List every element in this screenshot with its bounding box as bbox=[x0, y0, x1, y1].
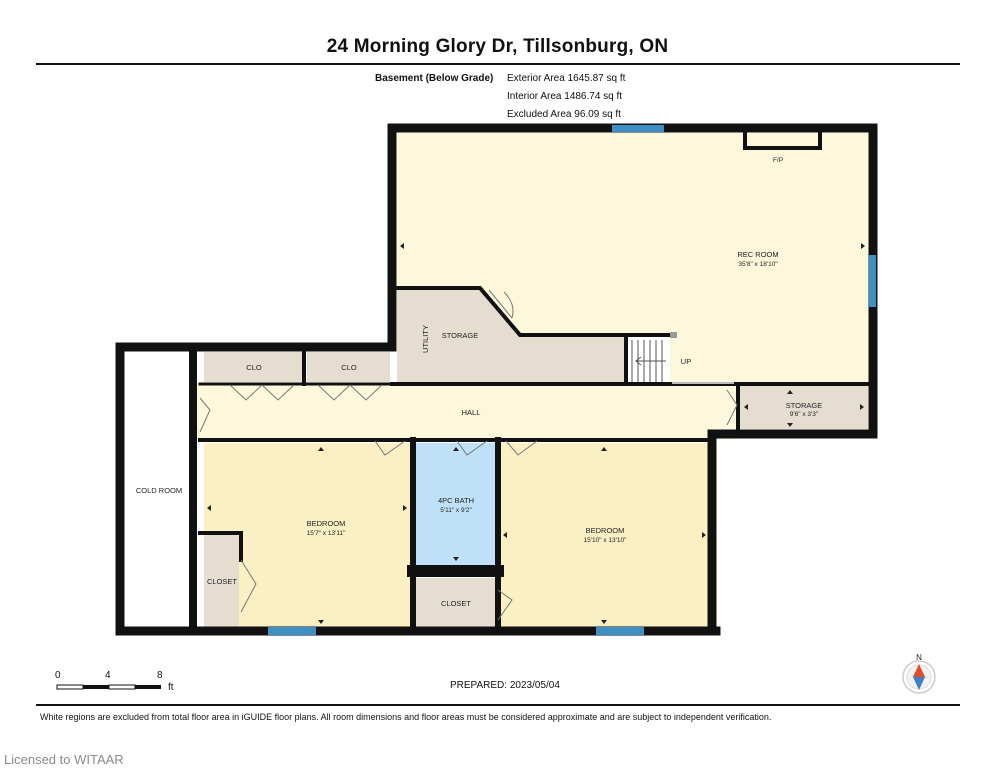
prepared-date: PREPARED: 2023/05/04 bbox=[450, 680, 560, 691]
clo-left-fill bbox=[204, 352, 302, 382]
rec-room-label: REC ROOM bbox=[737, 250, 778, 259]
stairs-post bbox=[670, 332, 677, 338]
bath-fill bbox=[416, 443, 496, 565]
storage-right-label: STORAGE bbox=[786, 401, 823, 410]
scale-tick-8: 8 bbox=[157, 670, 163, 681]
closet-bath-fill bbox=[416, 578, 496, 628]
fireplace-label: F/P bbox=[773, 157, 783, 164]
licensed-watermark: Licensed to WITAAR bbox=[4, 752, 124, 767]
header-rule bbox=[36, 63, 960, 65]
window-rec-top bbox=[612, 125, 664, 132]
compass-icon: N bbox=[902, 653, 936, 694]
bedroom-left-dims: 15'7" x 13'11" bbox=[307, 530, 346, 537]
level-label: Basement (Below Grade) bbox=[375, 73, 494, 84]
area-summary: Basement (Below Grade) Exterior Area 1645… bbox=[375, 70, 625, 124]
scale-tick-4: 4 bbox=[105, 670, 111, 681]
exterior-area: Exterior Area 1645.87 sq ft bbox=[507, 73, 626, 84]
storage-main-label: STORAGE bbox=[442, 331, 479, 340]
storage-main-wall bbox=[395, 286, 670, 337]
closet-left-fill bbox=[204, 535, 239, 628]
closet-left-wall bbox=[198, 531, 243, 562]
bedroom-right-label: BEDROOM bbox=[586, 526, 625, 535]
rec-room-dims: 35'8" x 18'10" bbox=[738, 261, 778, 268]
page-title: 24 Morning Glory Dr, Tillsonburg, ON bbox=[326, 36, 669, 57]
stairs-up-label: UP bbox=[681, 357, 691, 366]
footer-rule bbox=[36, 704, 960, 706]
bedroom-right-fill bbox=[500, 443, 710, 628]
fireplace bbox=[743, 126, 822, 150]
footer-note: White regions are excluded from total fl… bbox=[40, 712, 772, 722]
rec-room-fill bbox=[397, 133, 868, 383]
storage-right-dims: 9'6" x 3'3" bbox=[790, 411, 819, 418]
windows bbox=[268, 125, 876, 635]
storage-right-fill bbox=[740, 386, 868, 429]
scale-unit: ft bbox=[168, 682, 174, 693]
hall-fill bbox=[197, 383, 737, 439]
hall-label: HALL bbox=[462, 408, 481, 417]
scale-tick-0: 0 bbox=[55, 670, 61, 681]
window-bed-right bbox=[596, 627, 644, 635]
storage-main-fill bbox=[397, 288, 625, 383]
clo-right-fill bbox=[307, 352, 390, 382]
excluded-area: Excluded Area 96.09 sq ft bbox=[507, 109, 621, 120]
clo-left-label: CLO bbox=[246, 363, 262, 372]
cold-room-fill bbox=[127, 352, 189, 630]
scale-bar bbox=[56, 684, 161, 690]
bath-label: 4PC BATH bbox=[438, 496, 474, 505]
clo-right-label: CLO bbox=[341, 363, 357, 372]
stairs bbox=[631, 340, 666, 382]
bottom-wall bbox=[115, 342, 721, 636]
utility-label: UTILITY bbox=[421, 325, 430, 353]
bedroom-right-dims: 15'10" x 13'10" bbox=[584, 537, 628, 544]
stairs-fill bbox=[626, 335, 670, 383]
window-bed-left bbox=[268, 627, 316, 635]
closet-left-label: CLOSET bbox=[207, 577, 237, 586]
interior-area: Interior Area 1486.74 sq ft bbox=[507, 91, 623, 102]
cold-room-label: COLD ROOM bbox=[136, 486, 182, 495]
window-rec-right bbox=[869, 255, 876, 307]
compass-label: N bbox=[916, 653, 922, 662]
dimension-ticks bbox=[207, 243, 865, 624]
bath-dims: 5'11" x 9'2" bbox=[440, 507, 472, 514]
doors bbox=[199, 289, 738, 621]
bedroom-left-label: BEDROOM bbox=[307, 519, 346, 528]
closet-bath-label: CLOSET bbox=[441, 599, 471, 608]
